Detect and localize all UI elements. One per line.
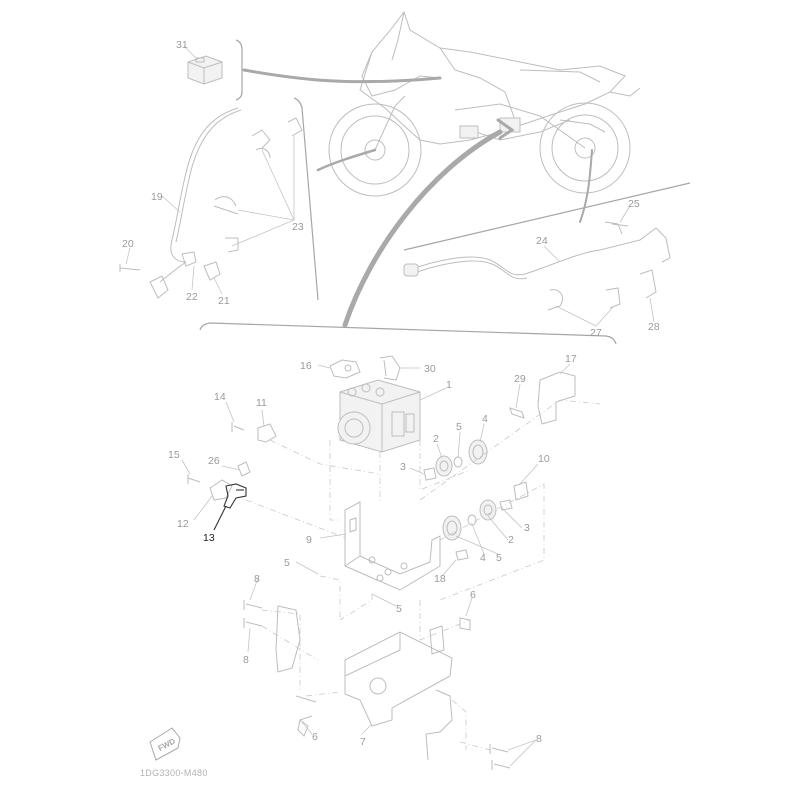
- callout-30[interactable]: 30: [424, 363, 436, 375]
- callout-labels: 31 19 20 22 21 23 25 24 27 28 16 30 17 1…: [122, 39, 660, 748]
- callout-10[interactable]: 10: [538, 453, 550, 465]
- callout-13[interactable]: 13: [203, 532, 215, 544]
- drawing-code: 1DG3300-M480: [140, 768, 208, 778]
- callout-5-bottom[interactable]: 5: [396, 603, 402, 615]
- callout-9[interactable]: 9: [306, 534, 312, 546]
- callout-5-left[interactable]: 5: [284, 557, 290, 569]
- callout-5-upper[interactable]: 5: [456, 421, 462, 433]
- callout-2-upper[interactable]: 2: [433, 433, 439, 445]
- callout-6-bottom[interactable]: 6: [312, 731, 318, 743]
- callout-27[interactable]: 27: [590, 327, 602, 339]
- callout-21[interactable]: 21: [218, 295, 230, 307]
- section-bracket-sensor: [293, 97, 319, 301]
- assembly-guide-lines: [245, 399, 601, 751]
- section-bracket-main: [199, 322, 617, 345]
- callout-14[interactable]: 14: [214, 391, 226, 403]
- callout-23[interactable]: 23: [292, 221, 304, 233]
- bolts-14-11: [231, 422, 277, 443]
- callout-8-middle[interactable]: 8: [243, 654, 249, 666]
- section-bracket-rear: [403, 182, 691, 251]
- callout-17[interactable]: 17: [565, 353, 577, 365]
- upper-hardware: [329, 355, 576, 425]
- front-sensor-assembly: [119, 107, 303, 299]
- callout-4-lower[interactable]: 4: [480, 552, 486, 564]
- callout-4-upper[interactable]: 4: [482, 413, 488, 425]
- callout-3-upper[interactable]: 3: [400, 461, 406, 473]
- section-bracket-top: [235, 39, 243, 101]
- callout-3-lower[interactable]: 3: [524, 522, 530, 534]
- bolts-part-8: [243, 600, 511, 770]
- callout-8-lower[interactable]: 8: [536, 733, 542, 745]
- callout-6-right[interactable]: 6: [470, 589, 476, 601]
- callout-5-lower[interactable]: 5: [496, 552, 502, 564]
- route-arrow-front-sensor: [316, 148, 377, 172]
- callout-26[interactable]: 26: [208, 455, 220, 467]
- motorcycle-illustration: [328, 10, 641, 197]
- damper-set-upper: [423, 439, 488, 481]
- bracket-part-9: [344, 501, 441, 591]
- callout-11[interactable]: 11: [256, 397, 267, 409]
- abs-hydraulic-unit: [337, 379, 421, 453]
- sensor-part-12-13: [187, 461, 251, 509]
- callout-12[interactable]: 12: [177, 518, 189, 530]
- callout-31[interactable]: 31: [176, 39, 188, 51]
- callout-18[interactable]: 18: [434, 573, 446, 585]
- leader-lines: [125, 45, 655, 767]
- route-arrow-rear-sensor: [579, 149, 593, 223]
- mount-bracket-part-7: [275, 605, 453, 761]
- callout-8-upper[interactable]: 8: [254, 573, 260, 585]
- callout-7[interactable]: 7: [360, 736, 366, 748]
- callout-16[interactable]: 16: [300, 360, 312, 372]
- route-arrow-wire: [242, 68, 442, 84]
- callout-2-lower[interactable]: 2: [508, 534, 514, 546]
- callout-15[interactable]: 15: [168, 449, 180, 461]
- rear-sensor-assembly: [403, 221, 671, 311]
- callout-1[interactable]: 1: [446, 379, 452, 391]
- callout-22[interactable]: 22: [186, 291, 198, 303]
- callout-24[interactable]: 24: [536, 235, 548, 247]
- relay-part-31: [187, 55, 223, 85]
- callout-20[interactable]: 20: [122, 238, 134, 250]
- callout-25[interactable]: 25: [628, 198, 640, 210]
- callout-28[interactable]: 28: [648, 321, 660, 333]
- callout-19[interactable]: 19: [151, 191, 163, 203]
- callout-29[interactable]: 29: [514, 373, 526, 385]
- route-arrow-main: [342, 129, 503, 328]
- fwd-arrow-icon: FWD: [149, 727, 181, 761]
